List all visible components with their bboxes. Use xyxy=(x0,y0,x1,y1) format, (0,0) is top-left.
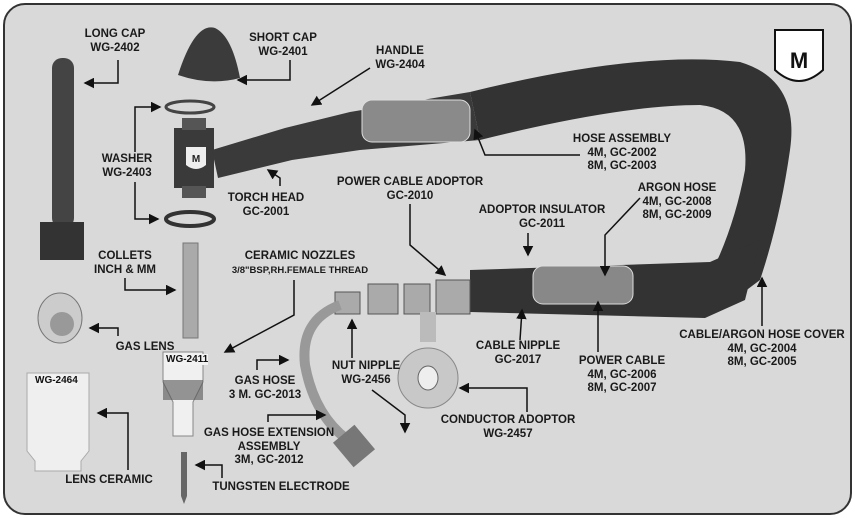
nozzle-part-tag: WG-2411 xyxy=(166,354,209,365)
hose-assembly-part xyxy=(470,59,792,311)
gas-lens-part xyxy=(37,292,83,344)
short-cap-part xyxy=(178,27,240,82)
label-line: TUNGSTEN ELECTRODE xyxy=(212,481,350,493)
label-line: WG-2404 xyxy=(375,58,425,71)
label-line: 4M, GC-2006 xyxy=(587,368,657,381)
label-ceramic-nozzles: CERAMIC NOZZLES 3/8"BSP,RH.FEMALE THREAD xyxy=(232,250,368,277)
label-tungsten-electrode: TUNGSTEN ELECTRODE xyxy=(212,481,349,495)
label-line: WG-2403 xyxy=(102,166,152,179)
label-line: CONDUCTOR ADOPTOR xyxy=(440,414,576,426)
label-line: ADOPTOR INSULATOR xyxy=(478,204,606,216)
label-line: GC-2017 xyxy=(494,353,542,366)
lens-ceramic-part-tag: WG-2464 xyxy=(35,375,78,386)
label-line: WG-2401 xyxy=(258,45,308,58)
label-line: LONG CAP xyxy=(84,28,146,40)
label-line: HANDLE xyxy=(376,45,424,57)
label-line: WG-2456 xyxy=(341,373,391,386)
svg-text:M: M xyxy=(790,48,808,73)
label-line: 4M, GC-2004 xyxy=(727,342,797,355)
label-line: 8M, GC-2005 xyxy=(727,356,797,368)
label-line: GC-2011 xyxy=(518,217,566,230)
label-line: GC-2010 xyxy=(386,189,434,202)
label-line: 3/8"BSP,RH.FEMALE THREAD xyxy=(231,264,369,276)
label-line: LENS CERAMIC xyxy=(65,474,153,486)
collet-part xyxy=(182,242,199,339)
label-lens-ceramic: LENS CERAMIC xyxy=(65,474,153,488)
label-gas-lens: GAS LENS xyxy=(116,341,175,355)
tungsten-electrode-part xyxy=(181,452,187,504)
gas-hose-part xyxy=(299,300,358,450)
label-line: 4M, GC-2008 xyxy=(642,195,712,208)
leader-arrows xyxy=(83,60,768,478)
label-line: 4M, GC-2002 xyxy=(587,146,657,159)
washer-bottom xyxy=(164,210,216,228)
svg-text:M: M xyxy=(192,154,200,165)
label-line: POWER CABLE ADOPTOR xyxy=(336,176,484,188)
label-line: 8M, GC-2007 xyxy=(587,382,657,394)
label-line: CERAMIC NOZZLES xyxy=(244,250,356,262)
label-line: GAS LENS xyxy=(115,341,175,353)
brand-logo: M xyxy=(774,29,824,82)
label-line: 3 M. GC-2013 xyxy=(228,388,302,401)
label-line: ARGON HOSE xyxy=(637,182,717,194)
label-line: TORCH HEAD xyxy=(227,192,305,204)
label-line: 8M, GC-2003 xyxy=(587,160,657,172)
label-line: SHORT CAP xyxy=(249,32,317,44)
label-line: NUT NIPPLE xyxy=(331,360,401,372)
washer-top xyxy=(164,99,216,115)
label-line: COLLETS xyxy=(98,250,152,262)
label-line: GAS HOSE xyxy=(234,375,296,387)
power-cable-adoptor-part xyxy=(334,279,471,315)
label-line: WG-2457 xyxy=(483,427,533,440)
label-line: INCH & MM xyxy=(94,263,156,276)
label-line: POWER CABLE xyxy=(578,355,666,367)
label-line: WASHER xyxy=(101,153,153,165)
label-line: 8M, GC-2009 xyxy=(642,209,712,221)
label-line: GC-2001 xyxy=(242,205,290,218)
label-line: 3M, GC-2012 xyxy=(234,454,304,466)
label-line: CABLE NIPPLE xyxy=(475,340,561,352)
label-line: GAS HOSE EXTENSION xyxy=(203,427,335,439)
conductor-adoptor-part xyxy=(397,312,459,409)
torch-head-part: M xyxy=(174,118,214,198)
lens-ceramic-part xyxy=(26,372,90,472)
label-line: ASSEMBLY xyxy=(237,440,301,453)
label-line: HOSE ASSEMBLY xyxy=(572,133,672,145)
label-line: WG-2402 xyxy=(90,41,140,54)
label-line: CABLE/ARGON HOSE COVER xyxy=(679,329,845,341)
long-cap-part xyxy=(40,58,84,260)
